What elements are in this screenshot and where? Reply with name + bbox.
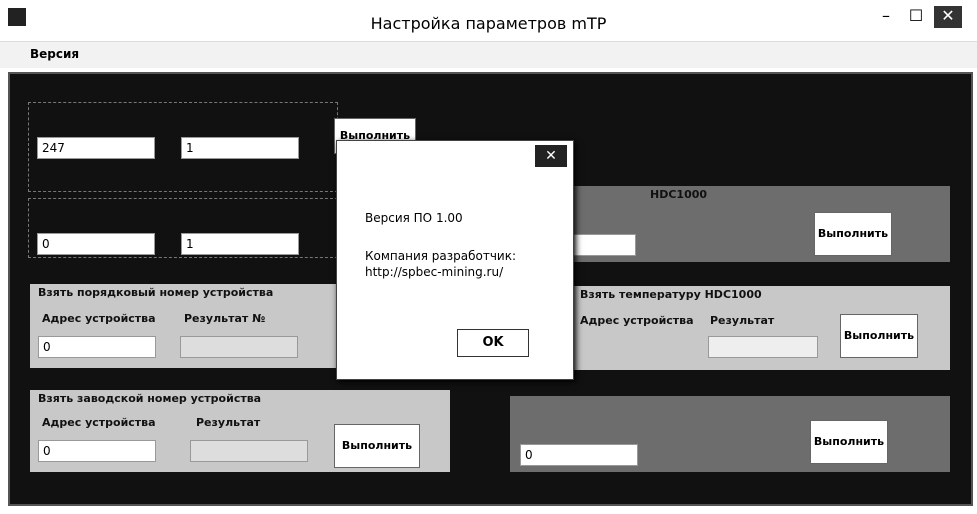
address-input[interactable]: 0 bbox=[38, 440, 156, 462]
address-label: Адрес устройства bbox=[42, 416, 156, 429]
group-hdc1000: HDC1000 Выполнить bbox=[570, 186, 950, 262]
group-1: 247 1 bbox=[28, 102, 338, 192]
dialog-close-button[interactable]: ✕ bbox=[535, 145, 567, 167]
ok-button[interactable]: OK bbox=[457, 329, 529, 357]
company-url[interactable]: http://spbec-mining.ru/ bbox=[365, 265, 504, 279]
address-label: Адрес устройства bbox=[42, 312, 156, 325]
result-label: Результат bbox=[710, 314, 775, 327]
version-text: Версия ПО 1.00 bbox=[365, 211, 463, 225]
value-input[interactable]: 1 bbox=[181, 233, 299, 255]
result-label: Результат bbox=[196, 416, 261, 429]
address-input[interactable] bbox=[570, 234, 636, 256]
execute-button[interactable]: Выполнить bbox=[840, 314, 918, 358]
group-7: 0 Выполнить bbox=[510, 396, 950, 472]
result-label: Результат № bbox=[184, 312, 266, 325]
window-title: Настройка параметров mTP bbox=[370, 14, 607, 33]
address-input[interactable]: 0 bbox=[38, 336, 156, 358]
address-input[interactable]: 0 bbox=[37, 233, 155, 255]
execute-button[interactable]: Выполнить bbox=[814, 212, 892, 256]
result-input[interactable] bbox=[708, 336, 818, 358]
group-2: 0 1 bbox=[28, 198, 338, 258]
group-title: Взять заводской номер устройства bbox=[38, 392, 262, 405]
result-input[interactable] bbox=[190, 440, 308, 462]
group-title: HDC1000 bbox=[650, 188, 708, 201]
minimize-button[interactable]: – bbox=[882, 6, 890, 25]
menu-bar: Версия bbox=[0, 42, 977, 68]
app-icon bbox=[8, 8, 26, 26]
maximize-button[interactable]: ☐ bbox=[908, 6, 924, 25]
address-input[interactable]: 247 bbox=[37, 137, 155, 159]
group-temperature: Взять температуру HDC1000 Адрес устройст… bbox=[570, 286, 950, 370]
group-title: Взять температуру HDC1000 bbox=[580, 288, 762, 301]
about-dialog: ✕ Версия ПО 1.00 Компания разработчик: h… bbox=[336, 140, 574, 380]
value-input[interactable]: 1 bbox=[181, 137, 299, 159]
close-button[interactable]: ✕ bbox=[934, 6, 962, 28]
group-factory-number: Взять заводской номер устройства Адрес у… bbox=[30, 390, 450, 472]
company-label: Компания разработчик: bbox=[365, 249, 517, 263]
execute-button[interactable]: Выполнить bbox=[334, 424, 420, 468]
address-input[interactable]: 0 bbox=[520, 444, 638, 466]
group-serial-number: Взять порядковый номер устройства Адрес … bbox=[30, 284, 350, 368]
address-label: Адрес устройства bbox=[580, 314, 694, 327]
result-input[interactable] bbox=[180, 336, 298, 358]
group-title: Взять порядковый номер устройства bbox=[38, 286, 274, 299]
menu-item-version[interactable]: Версия bbox=[30, 47, 80, 61]
execute-button[interactable]: Выполнить bbox=[810, 420, 888, 464]
title-bar: Настройка параметров mTP – ☐ ✕ bbox=[0, 0, 977, 42]
